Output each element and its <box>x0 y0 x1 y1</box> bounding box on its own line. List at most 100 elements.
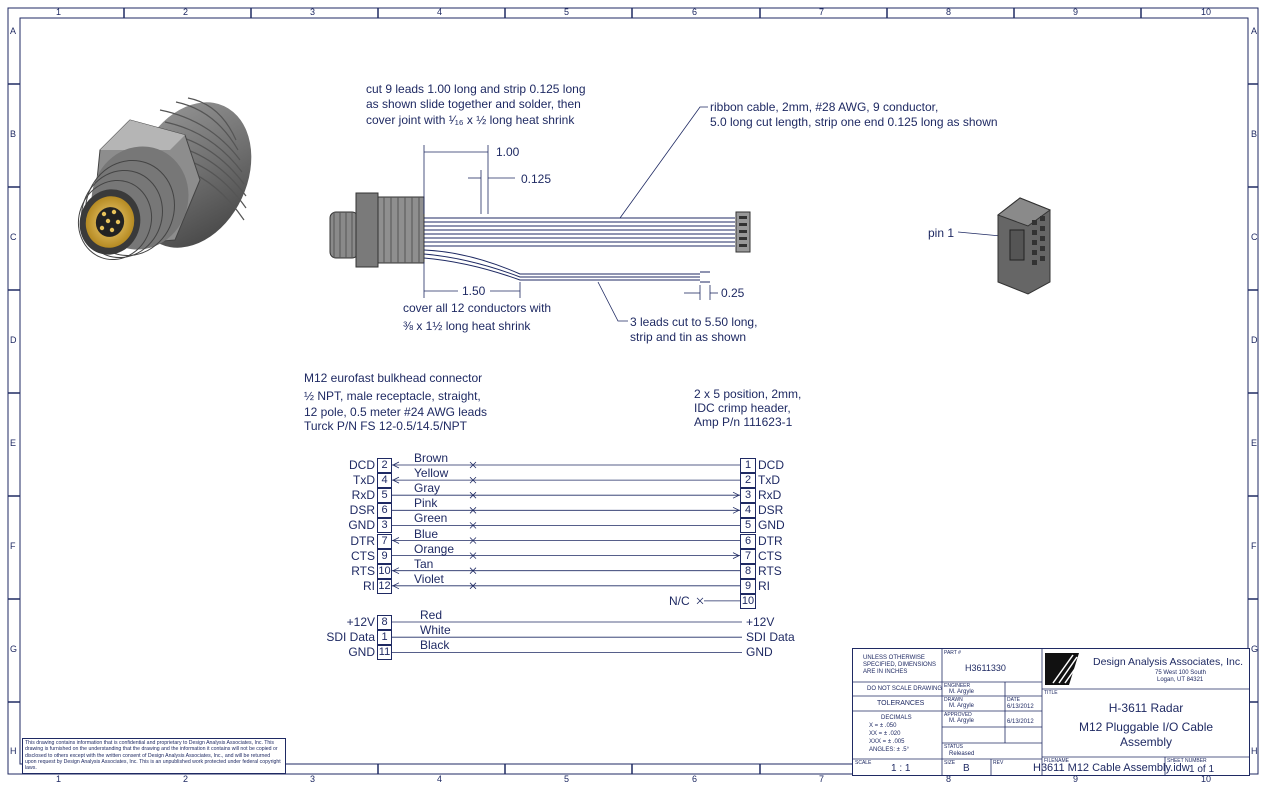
left-pin-box: 5 <box>377 488 392 504</box>
nc-label: N/C <box>669 593 690 608</box>
m12-note-line1: M12 eurofast bulkhead connector <box>304 371 483 385</box>
approved-label: APPROVED <box>944 712 972 718</box>
zone-row-B-left: B <box>10 129 17 139</box>
engineer: M. Argyle <box>949 689 975 695</box>
cut-note-line2: as shown slide together and solder, then <box>366 97 581 111</box>
right-signal-label: DCD <box>758 458 784 472</box>
left-signal-label: DCD <box>349 458 375 472</box>
pin1-label: pin 1 <box>928 226 955 240</box>
wire-color-label: Gray <box>414 481 441 496</box>
zone-col-7-bottom: 7 <box>819 774 825 784</box>
date-label: DATE <box>1007 697 1020 703</box>
right-pin-box: 4 <box>740 503 756 519</box>
zone-row-G-right: G <box>1251 644 1259 654</box>
unless-line2: SPECIFIED, DIMENSIONS <box>863 662 937 668</box>
right-pin-box: 2 <box>740 473 756 489</box>
zone-row-A-left: A <box>10 26 17 36</box>
power-right-label: GND <box>746 645 773 660</box>
tol-xx: XX = ± .020 <box>869 731 901 737</box>
title-block-grid <box>853 649 1249 775</box>
zone-row-D-left: D <box>10 335 17 345</box>
status-value: Released <box>949 751 975 757</box>
zone-col-7-top: 7 <box>819 7 825 17</box>
power-pin-box: 8 <box>377 615 392 630</box>
decimals-label: DECIMALS <box>881 715 912 721</box>
wire-color-label: Pink <box>414 496 438 511</box>
company-name: Design Analysis Associates, Inc. <box>1093 656 1243 668</box>
right-pin-box: 1 <box>740 458 756 473</box>
title-line3: Assembly <box>1119 735 1172 749</box>
approved-by: M. Argyle <box>949 718 975 724</box>
left-signal-label: TxD <box>353 473 375 488</box>
wire-color-label: Violet <box>414 571 444 586</box>
left-pin-box: 6 <box>377 503 392 519</box>
zone-col-8-top: 8 <box>946 7 952 17</box>
cover-note-line2: ⅜ x 1½ long heat shrink <box>403 319 531 333</box>
power-wire-color: White <box>420 623 451 638</box>
m12-note-line3: 12 pole, 0.5 meter #24 AWG leads <box>304 405 487 419</box>
zone-col-6-bottom: 6 <box>692 774 698 784</box>
m12-note-line2: ½ NPT, male receptacle, straight, <box>304 389 481 403</box>
zone-row-C-left: C <box>10 232 17 242</box>
nc-pin-box: 10 <box>740 593 756 609</box>
zone-col-4-top: 4 <box>437 7 443 17</box>
power-right-label: +12V <box>746 615 775 629</box>
zone-col-9-top: 9 <box>1073 7 1079 17</box>
power-pin-box: 1 <box>377 630 392 646</box>
company-address1: 75 West 100 South <box>1155 670 1206 676</box>
cover-note-line1: cover all 12 conductors with <box>403 301 552 315</box>
power-left-label: SDI Data <box>326 630 375 645</box>
scale-label: SCALE <box>855 760 872 766</box>
right-signal-label: RxD <box>758 488 782 503</box>
sheet-label: SHEET NUMBER <box>1167 758 1207 764</box>
ribbon-note-line2: 5.0 long cut length, strip one end 0.125… <box>710 115 998 129</box>
zone-row-E-right: E <box>1251 438 1258 448</box>
m12-note-line4: Turck P/N FS 12-0.5/14.5/NPT <box>304 419 467 433</box>
scale-value: 1 : 1 <box>891 763 911 774</box>
left-pin-box: 3 <box>377 518 392 534</box>
size-label: SIZE <box>944 760 956 766</box>
power-right-label: SDI Data <box>746 630 795 645</box>
angles: ANGLES: ± .5° <box>869 747 910 753</box>
zone-col-4-bottom: 4 <box>437 774 443 784</box>
wire-color-label: Yellow <box>414 466 449 481</box>
right-pin-box: 6 <box>740 533 756 549</box>
dim-0-125: 0.125 <box>521 172 552 186</box>
approved-date: 6/13/2012 <box>1007 719 1034 725</box>
company-address2: Logan, UT 84321 <box>1157 677 1204 683</box>
part-label: PART # <box>944 650 961 656</box>
zone-row-B-right: B <box>1251 129 1258 139</box>
zone-col-5-top: 5 <box>564 7 570 17</box>
leads-note-line1: 3 leads cut to 5.50 long, <box>630 315 758 329</box>
right-signal-label: CTS <box>758 548 782 563</box>
left-signal-label: GND <box>348 518 375 533</box>
left-pin-box: 2 <box>377 458 392 473</box>
tol-x: X = ± .050 <box>869 723 897 729</box>
m12-connector-render <box>78 97 252 261</box>
idc-header-render <box>996 197 1052 295</box>
left-pin-box: 4 <box>377 473 392 489</box>
cable-side-view <box>329 106 1023 322</box>
right-pin-box: 7 <box>740 548 756 564</box>
zone-col-10-bottom: 10 <box>1201 774 1212 784</box>
company-logo <box>1045 653 1080 685</box>
zone-col-10-top: 10 <box>1201 7 1212 17</box>
dim-0-25: 0.25 <box>721 286 745 300</box>
zone-col-1-top: 1 <box>56 7 62 17</box>
idc-note-line3: Amp P/n 111623-1 <box>694 415 793 429</box>
drawn-label: DRAWN <box>944 697 963 703</box>
part-number: H3611330 <box>965 663 1006 673</box>
right-signal-label: GND <box>758 518 785 533</box>
right-signal-label: DTR <box>758 533 783 548</box>
unless-line1: UNLESS OTHERWISE <box>863 655 925 661</box>
zone-col-3-top: 3 <box>310 7 316 17</box>
status-label: STATUS <box>944 744 963 750</box>
wire-color-label: Orange <box>414 541 455 556</box>
zone-col-5-bottom: 5 <box>564 774 570 784</box>
tol-xxx: XXX = ± .005 <box>869 739 905 745</box>
left-pin-box: 12 <box>377 578 392 594</box>
zone-col-2-top: 2 <box>183 7 189 17</box>
engineer-label: ENGINEER <box>944 683 971 689</box>
zone-row-C-right: C <box>1251 232 1258 242</box>
